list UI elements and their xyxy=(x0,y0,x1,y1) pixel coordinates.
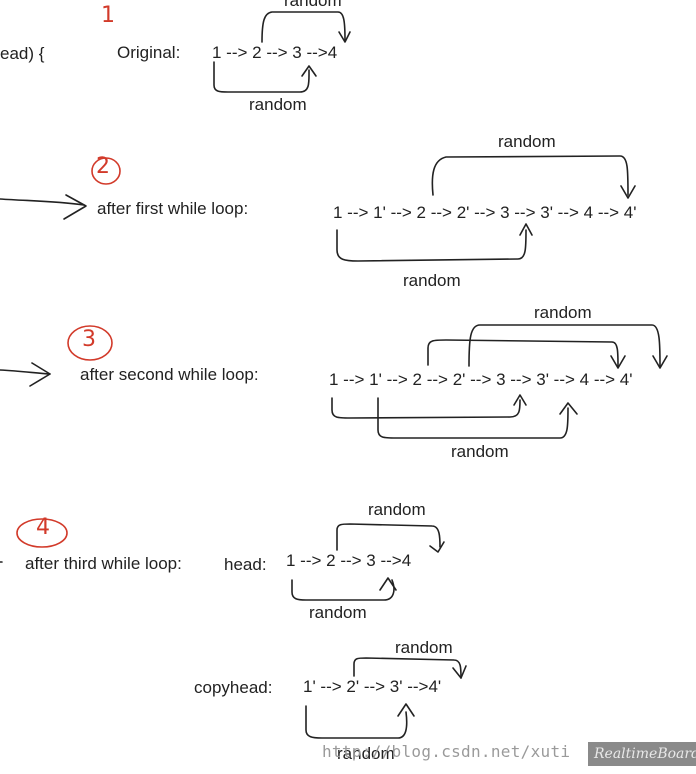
step-2-random-top-label: random xyxy=(498,132,556,151)
step-4-copy-random-top-arrowhead xyxy=(452,665,467,679)
step-1-random-top-arrow xyxy=(261,11,346,43)
step-2-marker: 2 xyxy=(96,154,110,179)
step-1-chain: 1 --> 2 --> 3 -->4 xyxy=(212,43,338,62)
step-1-random-bottom-arrow xyxy=(213,61,310,93)
step-3-random-2-top-arrowhead xyxy=(652,355,668,369)
step-2-flow-arrowhead xyxy=(63,194,87,220)
step-3-random-bottom-1 xyxy=(331,397,521,419)
step-2-random-bottom-arrowhead xyxy=(519,223,533,236)
watermark-url: http://blog.csdn.net/xuti xyxy=(322,742,571,761)
step-1-random-top-arrowhead xyxy=(338,31,351,43)
step-3-chain: 1 --> 1' --> 2 --> 2' --> 3 --> 3' --> 4… xyxy=(329,370,633,389)
step-4-copyhead-label: copyhead: xyxy=(194,678,273,697)
step-3-flow-arrow xyxy=(0,369,51,375)
step-4-label: after third while loop: xyxy=(25,554,182,573)
step-4-marker: 4 xyxy=(36,515,50,540)
step-3-random-bottom-1-arrowhead xyxy=(513,394,527,406)
step-3-random-bottom-label: random xyxy=(451,442,509,461)
step-1-random-bottom-arrowhead xyxy=(301,65,317,77)
code-header-fragment: ead) { xyxy=(0,44,45,63)
step-4-copy-random-top xyxy=(353,657,462,679)
step-3-marker: 3 xyxy=(82,327,96,352)
step-4-head-random-top xyxy=(336,523,441,551)
step-4-copy-random-bottom xyxy=(305,705,408,739)
step-1-random-top-label: random xyxy=(284,0,342,10)
step-2-random-top-arrow xyxy=(431,155,629,196)
step-4-copyhead-random-bottom-label: random xyxy=(337,744,395,763)
step-3-random-bottom-2-arrowhead xyxy=(559,402,578,415)
step-4-head-label: head: xyxy=(224,555,267,574)
step-4-head-random-top-label: random xyxy=(368,500,426,519)
step-2-random-top-arrowhead xyxy=(620,185,636,199)
step-4-head-random-bottom-label: random xyxy=(309,603,367,622)
step-2-label: after first while loop: xyxy=(97,199,249,218)
step-3-flow-arrowhead xyxy=(29,362,51,387)
step-4-copyhead-chain: 1' --> 2' --> 3' -->4' xyxy=(303,677,442,696)
step-4-head-chain: 1 --> 2 --> 3 -->4 xyxy=(286,551,412,570)
step-4-copy-random-bottom-arrowhead xyxy=(397,703,415,717)
step-2-random-bottom-arrow xyxy=(336,229,527,262)
step-3-random-1-top-arrowhead xyxy=(610,355,626,369)
step-1-label: Original: xyxy=(117,43,181,62)
step-3-random-2-top xyxy=(468,324,661,367)
step-1-marker: 1 xyxy=(101,3,115,28)
watermark-badge: RealtimeBoard xyxy=(588,742,696,766)
step-3-random-1-to-3-top xyxy=(427,339,619,367)
step-3-label: after second while loop: xyxy=(80,365,259,384)
step-4-copyhead-random-top-label: random xyxy=(395,638,453,657)
step-2-random-bottom-label: random xyxy=(403,271,461,290)
step-3-random-bottom-2 xyxy=(377,397,569,439)
step-4-head-random-bottom xyxy=(291,579,395,601)
step-4-head-random-bottom-arrowhead xyxy=(379,577,397,591)
step-1-random-bottom-label: random xyxy=(249,95,307,114)
step-2-chain: 1 --> 1' --> 2 --> 2' --> 3 --> 3' --> 4… xyxy=(333,203,637,222)
step-3-random-top-label: random xyxy=(534,303,592,322)
step-4-head-random-top-arrowhead xyxy=(429,541,445,553)
step-2-flow-arrow xyxy=(0,198,85,206)
